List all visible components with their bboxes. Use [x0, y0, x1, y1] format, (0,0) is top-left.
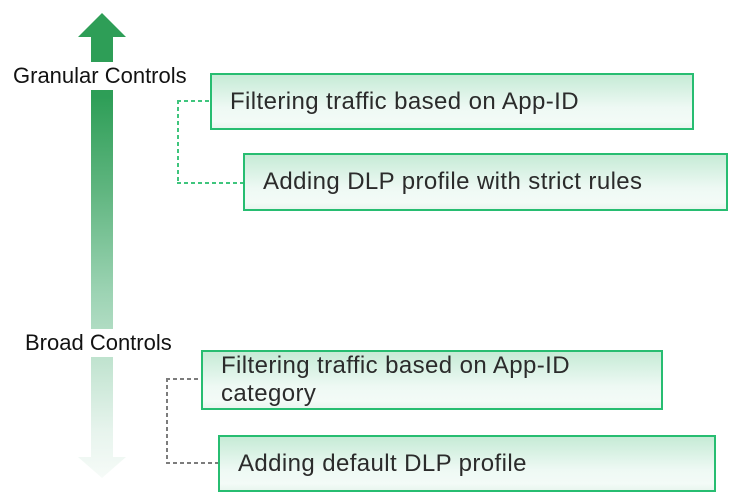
item-box-label: Filtering traffic based on App-ID catego…	[221, 352, 570, 407]
item-box-filtering-app-id-category: Filtering traffic based on App-ID catego…	[201, 350, 663, 410]
item-box-dlp-strict-rules: Adding DLP profile with strict rules	[243, 153, 728, 211]
item-box-default-dlp-profile: Adding default DLP profile	[218, 435, 716, 492]
connector-granular-horizontal-bottom	[177, 182, 243, 184]
item-box-filtering-app-id: Filtering traffic based on App-ID	[210, 73, 694, 130]
connector-granular-horizontal-top	[177, 100, 210, 102]
connector-broad-horizontal-top	[166, 378, 201, 380]
item-box-label: Adding DLP profile with strict rules	[263, 168, 643, 195]
connector-broad-horizontal-bottom	[166, 462, 218, 464]
connector-broad-vertical	[166, 378, 168, 463]
item-box-label: Adding default DLP profile	[238, 449, 527, 477]
connector-granular-vertical	[177, 100, 179, 183]
broad-controls-label: Broad Controls	[20, 329, 177, 357]
granular-controls-label: Granular Controls	[8, 62, 192, 90]
item-box-label: Filtering traffic based on App-ID	[230, 87, 579, 115]
